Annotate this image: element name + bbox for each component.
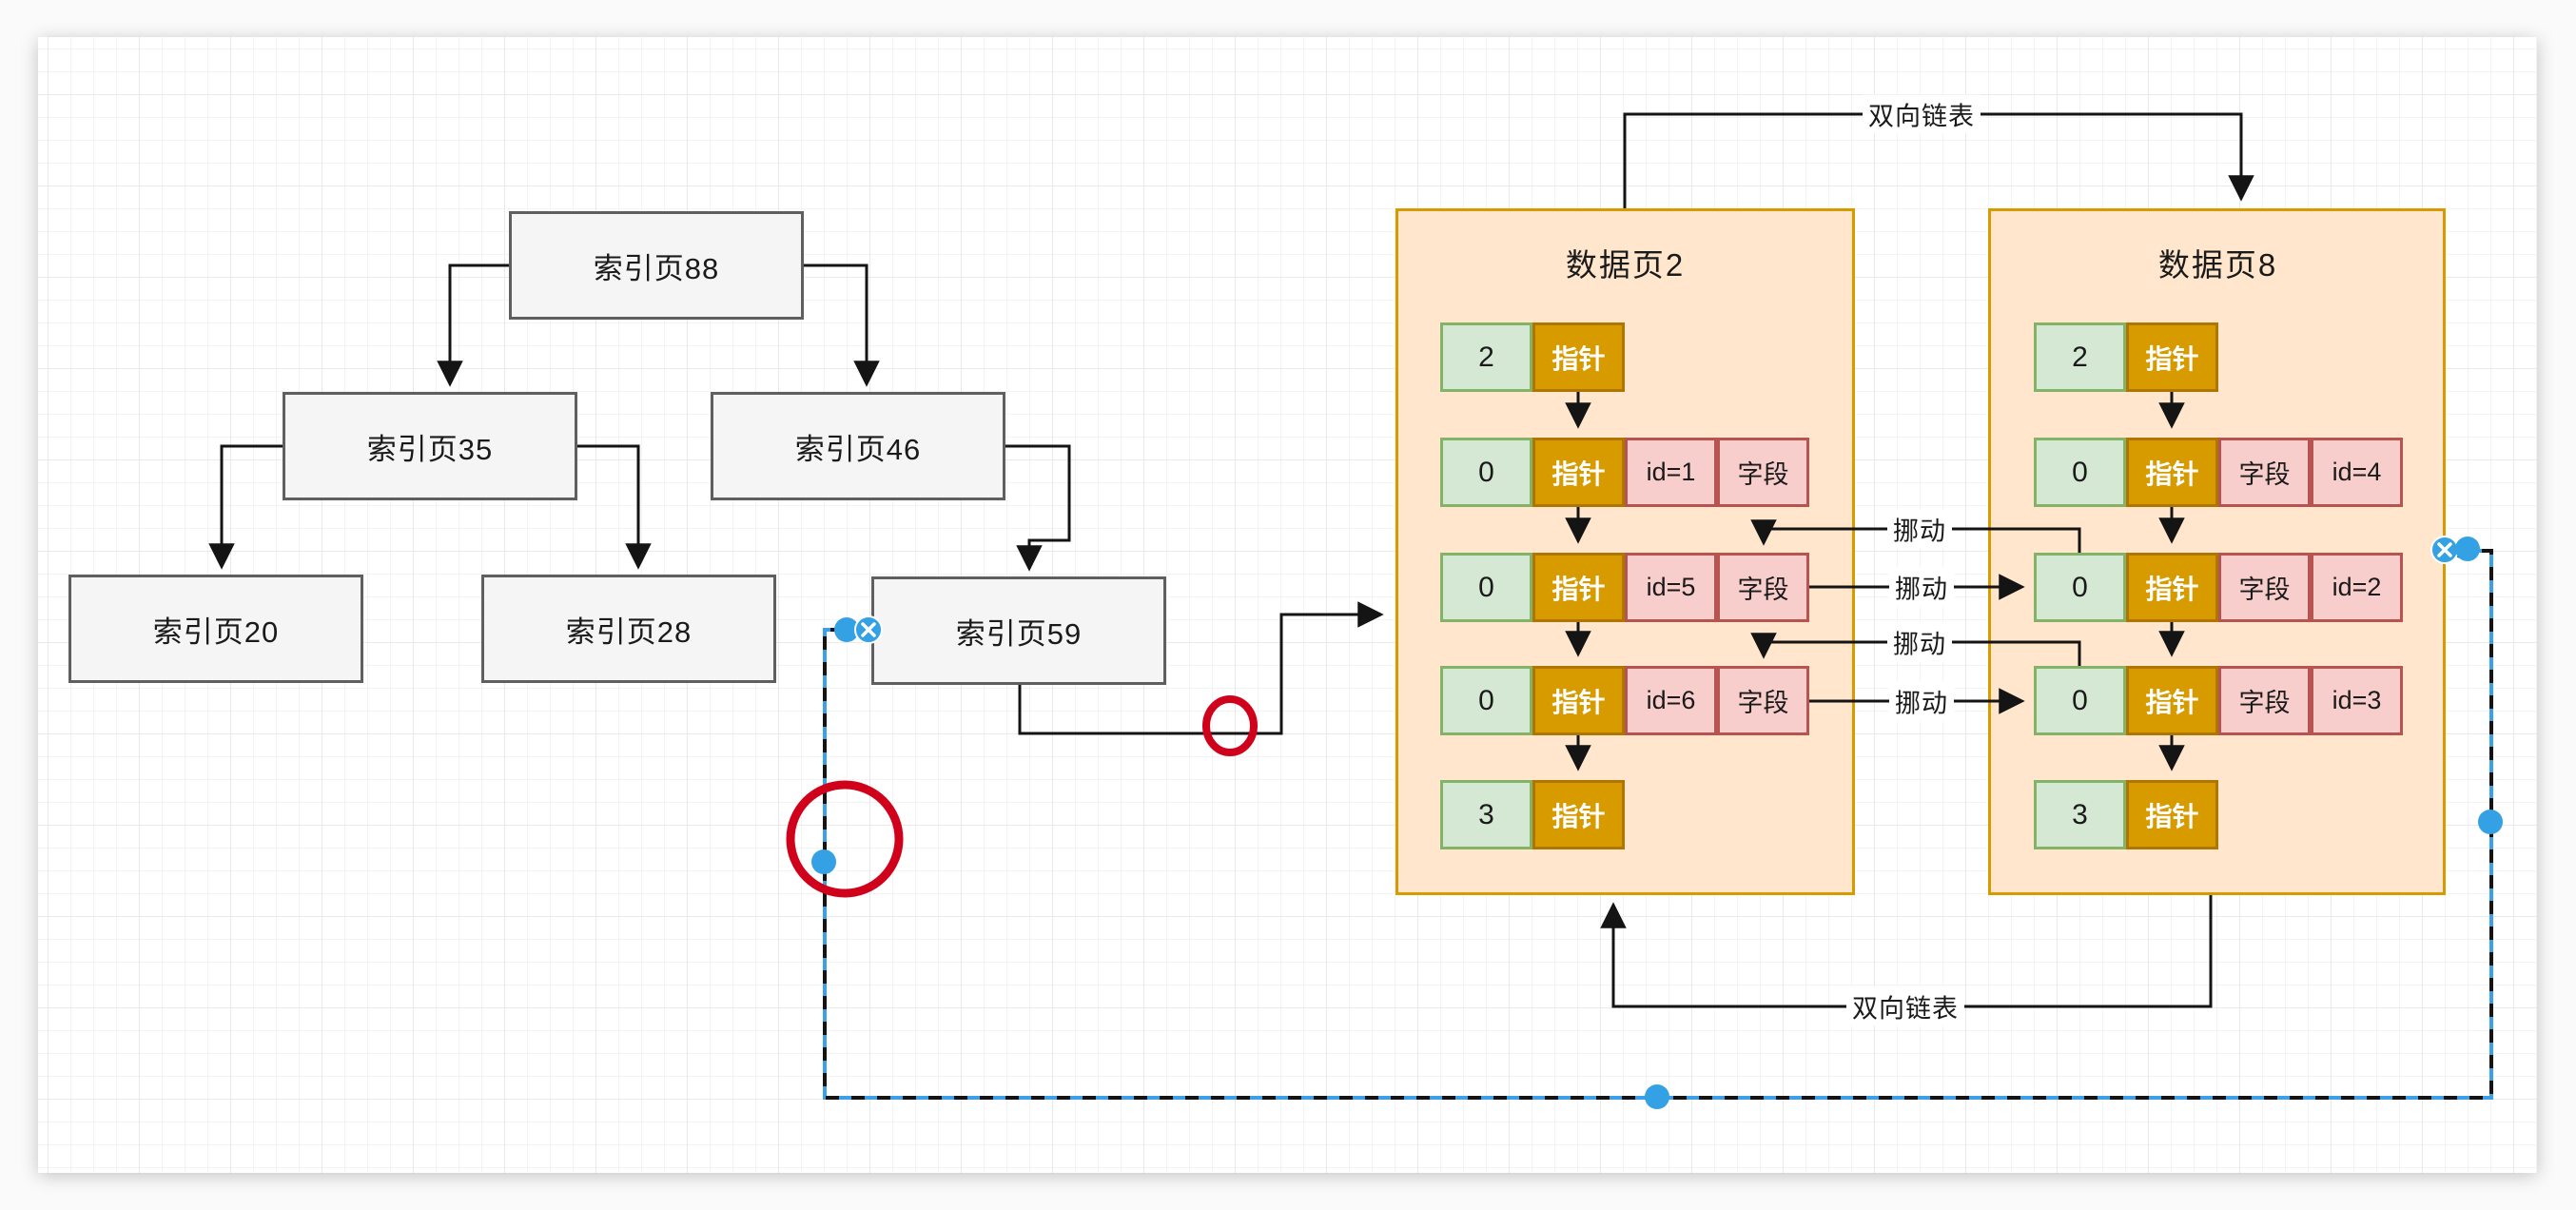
record-cell[interactable]: 3 bbox=[1440, 780, 1532, 849]
record-cell[interactable]: 指针 bbox=[2126, 553, 2218, 622]
record-cell[interactable]: 字段 bbox=[2218, 666, 2311, 735]
node-label: 索引页88 bbox=[593, 251, 720, 285]
doubly-linked-list-label-bottom[interactable]: 双向链表 bbox=[1846, 986, 1964, 1026]
record-cell[interactable]: id=6 bbox=[1625, 666, 1717, 735]
record-cell[interactable]: 2 bbox=[2034, 322, 2126, 392]
record-cell[interactable]: 指针 bbox=[1532, 666, 1625, 735]
record-cell[interactable]: id=4 bbox=[2311, 438, 2403, 507]
index-page-node-59[interactable]: 索引页59 bbox=[871, 576, 1166, 685]
move-label-1[interactable]: 挪动 bbox=[1887, 509, 1952, 549]
index-page-node-20[interactable]: 索引页20 bbox=[68, 575, 363, 683]
node-label: 索引页28 bbox=[565, 615, 693, 649]
move-label-3[interactable]: 挪动 bbox=[1887, 622, 1952, 662]
record-cell[interactable]: 3 bbox=[2034, 780, 2126, 849]
record-cell[interactable]: 0 bbox=[1440, 553, 1532, 622]
record-cell[interactable]: 字段 bbox=[1717, 666, 1809, 735]
record-cell[interactable]: 指针 bbox=[2126, 666, 2218, 735]
record-cell[interactable]: id=5 bbox=[1625, 553, 1717, 622]
record-cell[interactable]: 指针 bbox=[2126, 438, 2218, 507]
node-label: 索引页46 bbox=[794, 432, 922, 466]
record-cell[interactable]: 字段 bbox=[2218, 438, 2311, 507]
record-cell[interactable]: 0 bbox=[2034, 666, 2126, 735]
record-cell[interactable]: 字段 bbox=[1717, 438, 1809, 507]
move-label-2[interactable]: 挪动 bbox=[1889, 567, 1954, 607]
record-cell[interactable]: 字段 bbox=[1717, 553, 1809, 622]
record-cell[interactable]: 字段 bbox=[2218, 553, 2311, 622]
record-cell[interactable]: 0 bbox=[1440, 438, 1532, 507]
doubly-linked-list-label-top[interactable]: 双向链表 bbox=[1863, 94, 1981, 134]
record-cell[interactable]: 0 bbox=[2034, 553, 2126, 622]
data-page-title-8: 数据页8 bbox=[2157, 247, 2278, 283]
index-page-node-28[interactable]: 索引页28 bbox=[481, 575, 776, 683]
record-cell[interactable]: 指针 bbox=[1532, 438, 1625, 507]
record-cell[interactable]: id=2 bbox=[2311, 553, 2403, 622]
record-cell[interactable]: id=1 bbox=[1625, 438, 1717, 507]
index-page-node-46[interactable]: 索引页46 bbox=[711, 392, 1005, 500]
node-label: 索引页35 bbox=[366, 432, 494, 466]
move-label-4[interactable]: 挪动 bbox=[1889, 681, 1954, 721]
record-cell[interactable]: 指针 bbox=[1532, 322, 1625, 392]
node-label: 索引页20 bbox=[152, 615, 280, 649]
record-cell[interactable]: 指针 bbox=[2126, 780, 2218, 849]
record-cell[interactable]: 0 bbox=[1440, 666, 1532, 735]
index-page-node-88[interactable]: 索引页88 bbox=[509, 211, 804, 320]
record-cell[interactable]: 指针 bbox=[2126, 322, 2218, 392]
record-cell[interactable]: 2 bbox=[1440, 322, 1532, 392]
index-page-node-35[interactable]: 索引页35 bbox=[283, 392, 577, 500]
node-label: 索引页59 bbox=[955, 616, 1083, 651]
data-page-title-2: 数据页2 bbox=[1565, 247, 1686, 283]
record-cell[interactable]: 指针 bbox=[1532, 553, 1625, 622]
record-cell[interactable]: 指针 bbox=[1532, 780, 1625, 849]
record-cell[interactable]: id=3 bbox=[2311, 666, 2403, 735]
record-cell[interactable]: 0 bbox=[2034, 438, 2126, 507]
